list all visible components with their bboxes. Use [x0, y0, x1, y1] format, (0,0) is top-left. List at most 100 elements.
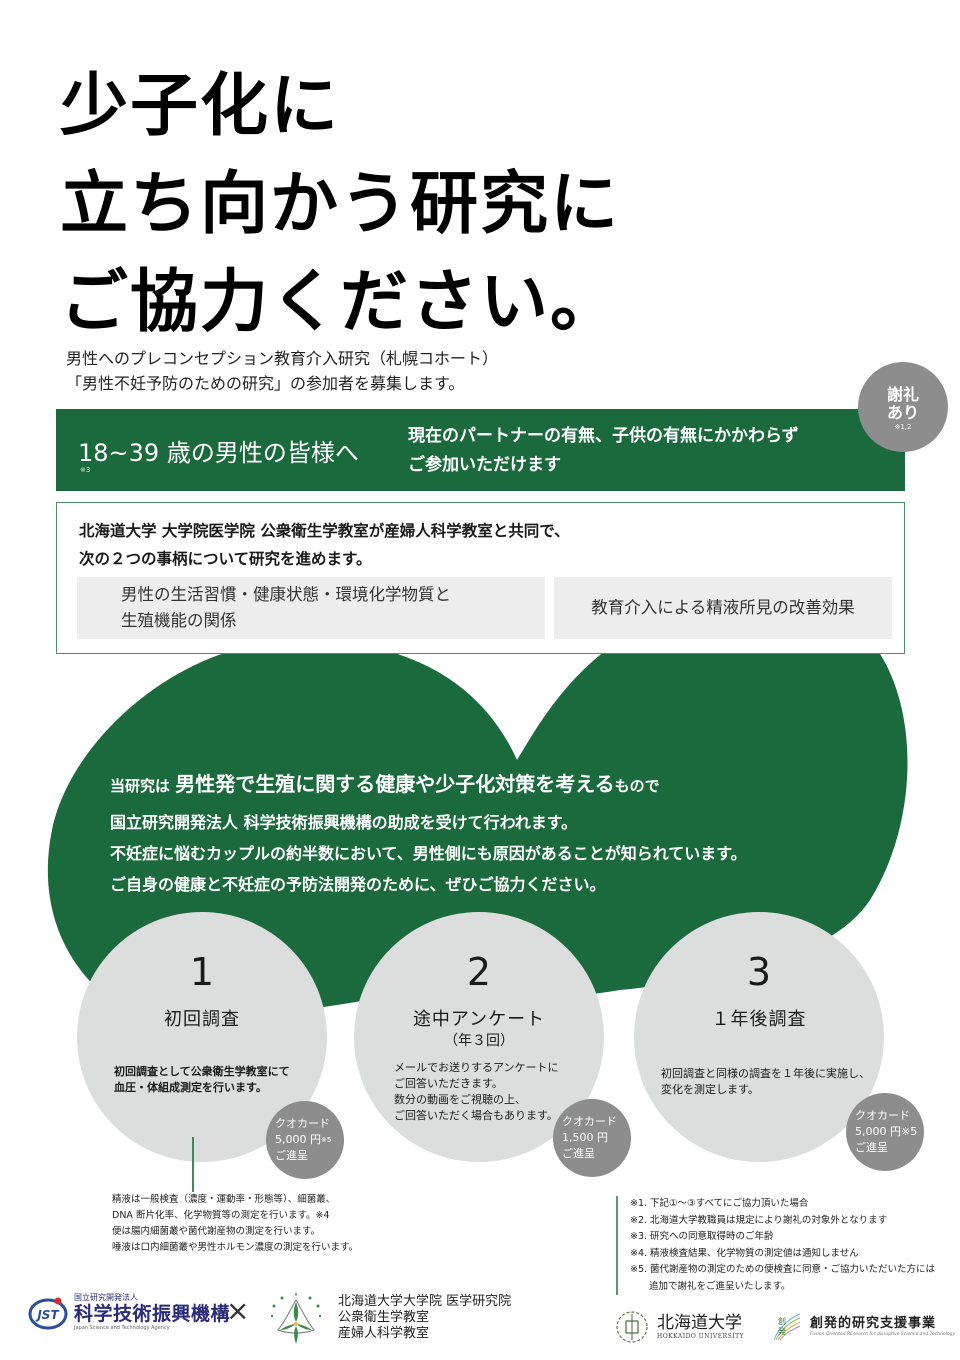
- step-2-desc-line: ご回答いただく場合もあります。: [394, 1109, 558, 1122]
- target-banner: 18~39 歳の男性の皆様へ ※3 現在のパートナーの有無、子供の有無にかかわら…: [56, 409, 905, 491]
- jst-emblem-icon: JST: [28, 1297, 68, 1329]
- step-1-number: 1: [189, 950, 215, 994]
- lab-line-2: 公衆衛生学教室: [338, 1310, 430, 1325]
- step-3-desc-line: 変化を測定します。: [661, 1083, 759, 1096]
- step-1-desc-line: 血圧・体組成測定を行います。: [114, 1081, 267, 1094]
- step-1-reward-note: ※5: [321, 1136, 332, 1144]
- hero-line-1: 少子化に: [60, 67, 341, 146]
- step-1-description: 初回調査として公衆衛生学教室にて 血圧・体組成測定を行います。: [114, 1064, 290, 1096]
- reward-badge-note: ※1,2: [894, 423, 912, 431]
- hero-line-3: ご協力ください。: [60, 263, 621, 342]
- footnotes: ※1. 下記①～③すべてにご協力頂いた場合 ※2. 北海道大学教職員は規定により…: [616, 1196, 935, 1295]
- forest-program-jp: 創発的研究支援事業: [810, 1315, 937, 1331]
- footnote-5: ※5. 菌代謝産物の測定のための便検査に同意・ご協力いただいた方には: [630, 1264, 936, 1275]
- sample-note-line: DNA 断片化率、化学物質等の測定を行います。※4: [112, 1210, 330, 1221]
- jst-text: 国立研究開発法人 科学技術振興機構 Japan Science and Tech…: [74, 1293, 230, 1332]
- step-3-reward-line-3: ご進呈: [855, 1141, 888, 1154]
- step-3-number: 3: [746, 950, 772, 994]
- step-2-desc-line: ご回答いただきます。: [394, 1077, 503, 1090]
- step-1-reward-line-3: ご進呈: [275, 1149, 308, 1162]
- reward-badge-line-1: 謝礼: [886, 385, 919, 404]
- jst-logo: JST 国立研究開発法人 科学技術振興機構 Japan Science and …: [28, 1293, 230, 1332]
- forest-program-en: Fusion Oriented REsearch for disruptive …: [810, 1331, 956, 1337]
- study-intro-line-2: 「男性不妊予防のための研究」の参加者を募集します。: [66, 374, 465, 393]
- jst-subtitle: 国立研究開発法人: [74, 1293, 138, 1302]
- forest-program-logo: 創 発 創発的研究支援事業 Fusion Oriented REsearch f…: [770, 1310, 955, 1342]
- step-2-desc-line: 数分の動画をご視聴の上、: [394, 1093, 526, 1106]
- eligibility-line-1: 現在のパートナーの有無、子供の有無にかかわらず: [408, 426, 799, 446]
- sample-note-line: 精液は一般検査（濃度・運動率・形態等）、細菌叢、: [112, 1194, 336, 1205]
- collaboration-text: 北海道大学 大学院医学院 公衆衛生学教室が産婦人科学教室と共同で、 次の２つの事…: [79, 517, 570, 573]
- footnote-1: ※1. 下記①～③すべてにご協力頂いた場合: [630, 1198, 809, 1209]
- step-1-reward-amount: 5,000 円※5: [275, 1132, 344, 1148]
- collaboration-line-2: 次の２つの事柄について研究を進めます。: [79, 550, 372, 568]
- step-3-title: １年後調査: [711, 1009, 807, 1030]
- step-2-reward-line-3: ご進呈: [562, 1147, 595, 1160]
- study-intro: 男性へのプレコンセプション教育介入研究（札幌コホート） 「男性不妊予防のための研…: [66, 346, 498, 396]
- trillium-flower-icon: [270, 1292, 322, 1344]
- study-intro-line-1: 男性へのプレコンセプション教育介入研究（札幌コホート）: [66, 349, 499, 368]
- study-about-line-1: 国立研究開発法人 科学技術振興機構の助成を受けて行われます。: [110, 813, 578, 832]
- footnote-3: ※3. 研究への同意取得時のご年齢: [630, 1231, 774, 1242]
- study-about-suffix: もので: [614, 777, 660, 795]
- footnote-4: ※4. 精液検査結果、化学物質の測定値は通知しません: [630, 1247, 859, 1259]
- study-about-highlight: 男性発で生殖に関する健康や少子化対策を考える: [175, 772, 615, 796]
- research-topic-2-label: 教育介入による精液所見の改善効果: [591, 598, 855, 617]
- step-2-reward-amount: 1,500 円: [562, 1131, 608, 1144]
- lab-line-1: 北海道大学大学院 医学研究院: [338, 1294, 512, 1309]
- forest-program-name: 創発的研究支援事業 Fusion Oriented REsearch for d…: [810, 1316, 955, 1337]
- sample-note-line: 便は腸内細菌叢や菌代謝産物の測定を行います。: [112, 1226, 321, 1237]
- step-1-connector-line: [192, 1137, 194, 1192]
- hokkaido-university-en: HOKKAIDO UNIVERSITY: [657, 1333, 745, 1340]
- step-2-subtitle: （年３回）: [444, 1033, 514, 1049]
- sample-note-line: 唾液は口内細菌叢や男性ホルモン濃度の測定を行います。: [112, 1242, 359, 1253]
- study-about-line-2: 不妊症に悩むカップルの約半数において、男性側にも原因があることが知られています。: [110, 844, 747, 863]
- sample-notes: 精液は一般検査（濃度・運動率・形態等）、細菌叢、 DNA 断片化率、化学物質等の…: [112, 1192, 358, 1256]
- step-1-reward-badge: クオカード 5,000 円※5 ご進呈: [266, 1101, 344, 1179]
- hokkaido-university-jp: 北海道大学: [657, 1313, 742, 1333]
- step-3-description: 初回調査と同様の調査を１年後に実施し、 変化を測定します。: [661, 1066, 870, 1098]
- step-2-desc-line: メールでお送りするアンケートに: [394, 1061, 559, 1074]
- footnote-2: ※2. 北海道大学教職員は規定により謝礼の対象外となります: [630, 1214, 888, 1226]
- hero-heading: 少子化に 立ち向かう研究に ご協力ください。: [60, 58, 680, 352]
- research-topic-1-line-1: 男性の生活習慣・健康状態・環境化学物質と: [121, 585, 451, 604]
- step-2-title: 途中アンケート: [412, 1009, 546, 1030]
- step-2-reward-line-1: クオカード: [562, 1115, 617, 1128]
- step-2-description: メールでお送りするアンケートに ご回答いただきます。 数分の動画をご視聴の上、 …: [394, 1060, 559, 1124]
- study-about-headline: 当研究は 男性発で生殖に関する健康や少子化対策を考えるもので: [110, 768, 747, 797]
- research-topic-2: 教育介入による精液所見の改善効果: [554, 577, 892, 639]
- svg-text:発: 発: [778, 1327, 786, 1336]
- target-audience-note: ※3: [80, 466, 91, 474]
- step-1-reward-amount-value: 5,000 円: [275, 1133, 321, 1146]
- study-about: 当研究は 男性発で生殖に関する健康や少子化対策を考えるもので 国立研究開発法人 …: [110, 768, 747, 900]
- hokkaido-university-logo: 北海道大学 HOKKAIDO UNIVERSITY: [615, 1310, 744, 1344]
- footnote-5-continued: 追加で謝礼をご進呈いたします。: [649, 1280, 791, 1292]
- study-about-prefix: 当研究は: [110, 777, 171, 795]
- step-1-reward-line-1: クオカード: [275, 1117, 330, 1130]
- step-3-circle: 3 １年後調査 初回調査と同様の調査を１年後に実施し、 変化を測定します。: [634, 912, 884, 1162]
- hokkaido-lab-text: 北海道大学大学院 医学研究院 公衆衛生学教室 産婦人科学教室: [338, 1294, 511, 1342]
- jst-name: 科学技術振興機構: [74, 1303, 231, 1325]
- reward-badge-line-2: あり: [886, 403, 919, 422]
- hokkaido-university-name: 北海道大学 HOKKAIDO UNIVERSITY: [657, 1313, 745, 1341]
- hero-line-2: 立ち向かう研究に: [60, 165, 621, 244]
- collaboration-times-icon: ×: [226, 1294, 250, 1327]
- eligibility-text: 現在のパートナーの有無、子供の有無にかかわらず ご参加いただけます: [408, 422, 799, 480]
- research-topic-1-line-2: 生殖機能の関係: [121, 611, 237, 630]
- step-3-reward-badge: クオカード 5,000 円※5 ご進呈: [846, 1093, 924, 1171]
- study-about-line-3: ご自身の健康と不妊症の予防法開発のために、ぜひご協力ください。: [110, 875, 606, 894]
- forest-program-emblem-icon: 創 発: [773, 1313, 801, 1341]
- research-topic-1: 男性の生活習慣・健康状態・環境化学物質と 生殖機能の関係: [77, 577, 545, 639]
- step-2-number: 2: [466, 950, 492, 994]
- step-2-reward-badge: クオカード 1,500 円 ご進呈: [553, 1099, 631, 1177]
- hokkaido-university-emblem-icon: [616, 1311, 648, 1343]
- svg-text:JST: JST: [35, 1308, 59, 1322]
- step-3-reward-line-1: クオカード: [855, 1109, 910, 1122]
- lab-line-3: 産婦人科学教室: [338, 1326, 430, 1341]
- target-audience: 18~39 歳の男性の皆様へ: [78, 439, 359, 467]
- step-1-title: 初回調査: [164, 1009, 240, 1030]
- study-about-body: 国立研究開発法人 科学技術振興機構の助成を受けて行われます。 不妊症に悩むカップ…: [110, 807, 747, 900]
- collaboration-box: 北海道大学 大学院医学院 公衆衛生学教室が産婦人科学教室と共同で、 次の２つの事…: [56, 502, 905, 654]
- step-1-desc-line: 初回調査として公衆衛生学教室にて: [114, 1065, 290, 1078]
- eligibility-line-2: ご参加いただけます: [408, 455, 561, 475]
